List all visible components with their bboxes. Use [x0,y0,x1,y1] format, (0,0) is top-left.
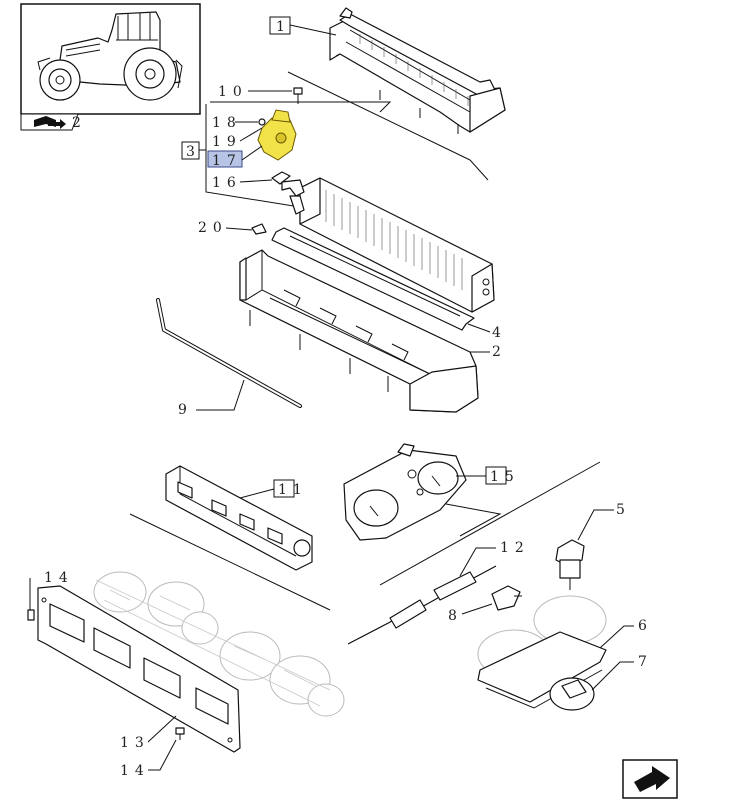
callout-box-11[interactable] [273,479,295,498]
callout-11[interactable]: 11 [278,482,308,498]
callout-box-1-top[interactable] [269,16,291,35]
part-14-screw-bottom [175,727,185,740]
callout-15[interactable]: 15 [490,469,520,485]
next-page-arrow-icon[interactable] [622,759,678,799]
callout-9[interactable]: 9 [178,402,193,418]
callout-1-top[interactable]: 1 [276,19,291,35]
callout-box-17-selected[interactable] [207,150,243,168]
callout-3[interactable]: 3 [186,144,201,160]
thumbnail-caption: 2 [72,115,87,131]
callout-14-top[interactable]: 14 [44,570,74,586]
callout-4[interactable]: 4 [492,325,507,341]
callout-16[interactable]: 16 [212,175,242,191]
part-1-upper-housing [329,7,506,134]
callout-2[interactable]: 2 [492,344,507,360]
part-13-frame-plate [37,585,241,753]
callout-box-3[interactable] [181,141,200,160]
part-18-clip [258,118,266,126]
part-8-connector [491,585,522,611]
part-4-seal [271,227,475,331]
part-12-temperature-probe [347,565,497,645]
callout-6[interactable]: 6 [638,618,653,634]
callout-17[interactable]: 17 [212,153,242,169]
callout-box-15[interactable] [485,466,507,485]
callout-18[interactable]: 18 [212,115,242,131]
part-2-lower-housing [239,249,479,413]
callout-14-bottom[interactable]: 14 [120,763,150,779]
part-7-motor-cap [549,677,595,711]
ghost-blower-fans [93,571,345,717]
part-5-thermostat-switch [555,539,585,590]
part-11-louvre-strip [165,465,313,571]
part-14-screw-top [27,609,35,621]
callout-19[interactable]: 19 [212,134,242,150]
part-10-screw [293,87,303,104]
thumbnail-caption-box[interactable]: 2 [20,113,87,131]
callout-8[interactable]: 8 [448,608,463,624]
tractor-thumbnail-icon[interactable] [20,3,201,115]
part-17-valve-highlighted[interactable] [257,109,297,161]
heater-core-radiator [281,177,495,313]
callout-10[interactable]: 10 [218,84,248,100]
part-16-bracket [271,171,291,185]
part-20-clip [251,223,267,235]
part-6-blower-motor [477,595,607,709]
part-15-control-panel [343,443,467,541]
callout-13[interactable]: 13 [120,735,150,751]
part-9-drain-hose [156,298,302,408]
book-arrow-icon [34,116,66,129]
callout-12[interactable]: 12 [500,540,530,556]
callout-20[interactable]: 20 [198,220,228,236]
callout-5[interactable]: 5 [616,502,631,518]
callout-7[interactable]: 7 [638,654,653,670]
